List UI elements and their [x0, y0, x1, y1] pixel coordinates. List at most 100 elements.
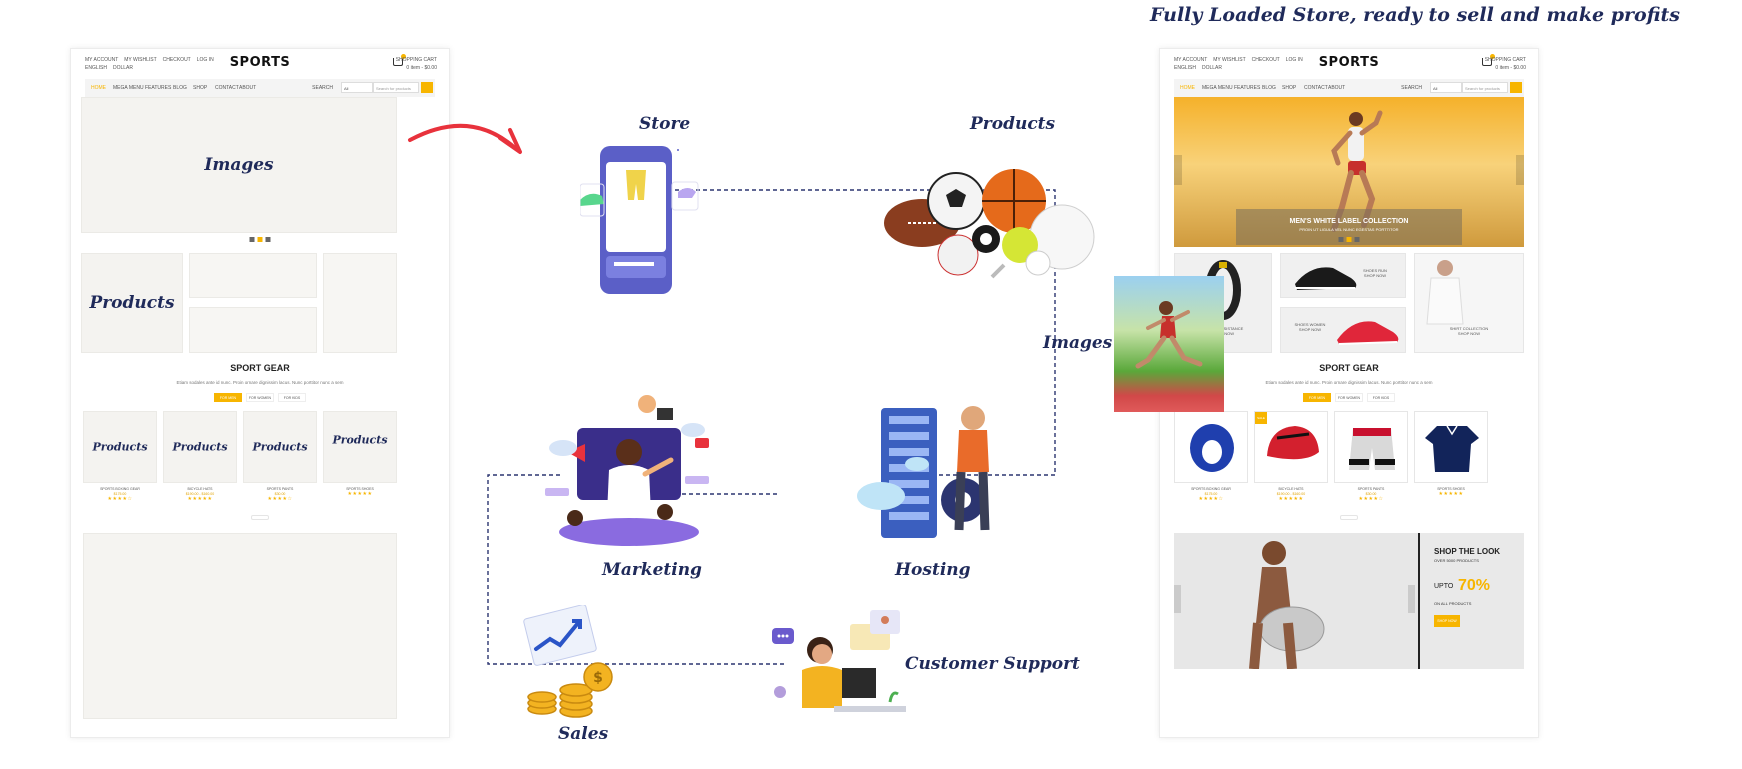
label-store: Store	[639, 114, 691, 134]
currency-select[interactable]: DOLLAR	[112, 65, 133, 71]
shop-the-look-banner[interactable]: SHOP THE LOOK OVER 5000 PRODUCTS UPTO 70…	[1174, 533, 1524, 669]
wishlist-link[interactable]: MY WISHLIST	[124, 57, 157, 63]
product-card-sports-pants[interactable]	[1334, 411, 1408, 483]
red-arrowhead	[498, 128, 522, 154]
load-more-indicator[interactable]	[251, 515, 269, 520]
site-logo[interactable]: SPORTS	[229, 55, 291, 70]
red-shoe-photo	[1337, 321, 1399, 345]
topbar: MY ACCOUNT MY WISHLIST CHECKOUT LOG IN ENGL…	[71, 49, 449, 81]
nav-features[interactable]: FEATURES	[145, 85, 172, 91]
tab-for-women[interactable]: FOR WOMEN	[1335, 393, 1363, 402]
checkout-link[interactable]: CHECKOUT	[1251, 57, 1280, 63]
product-placeholder[interactable]: Products	[83, 411, 157, 483]
product-card-bicycle-hat[interactable]: SALE	[1254, 411, 1328, 483]
search-input[interactable]: Search for products	[1462, 82, 1508, 93]
nav-shop[interactable]: SHOP	[193, 85, 208, 91]
label-products: Products	[970, 114, 1056, 134]
nav-blog[interactable]: BLOG	[1262, 85, 1276, 91]
my-account-link[interactable]: MY ACCOUNT	[1174, 57, 1208, 63]
product-caption: SPORTS SHOES★★★★★	[346, 487, 374, 497]
hero-placeholder: Images	[81, 97, 397, 233]
sales-coins-illustration: $	[523, 605, 613, 718]
promo-placeholder-large: Products	[81, 253, 183, 353]
language-select[interactable]: ENGLISH	[1174, 65, 1196, 71]
cart-label: SHOPPING CART	[395, 57, 437, 63]
polo-shirt-image	[1425, 425, 1479, 472]
main-nav: HOME MEGA MENU FEATURES BLOG SHOP CONTAC…	[85, 79, 435, 97]
product-card-boxing-gear[interactable]	[1174, 411, 1248, 483]
nav-mega-menu[interactable]: MEGA MENU	[1202, 85, 1233, 91]
checkout-link[interactable]: CHECKOUT	[162, 57, 191, 63]
language-select[interactable]: ENGLISH	[85, 65, 107, 71]
look-next-arrow[interactable]	[1408, 585, 1415, 613]
product-caption: SPORTS BOXING GEAR$175.00★★★★☆	[100, 487, 140, 502]
nav-shop[interactable]: SHOP	[1282, 85, 1297, 91]
hero-slider[interactable]: MEN'S WHITE LABEL COLLECTION PROIN UT LI…	[1174, 97, 1524, 247]
store-to-products-line	[668, 189, 1056, 476]
search-input[interactable]: Search for products	[373, 82, 419, 93]
product-caption: BICYCLE HATS$190.00 - $160.00★★★★★	[185, 487, 215, 502]
cart-value: 0 item - $0.00	[406, 65, 437, 71]
marketing-illustration	[545, 395, 709, 546]
tab-for-men[interactable]: FOR MEN	[214, 393, 242, 402]
topbar: MY ACCOUNT MY WISHLIST CHECKOUT LOG IN ENGL…	[1160, 49, 1538, 81]
cart-icon[interactable]	[393, 58, 403, 66]
load-more-indicator[interactable]	[1340, 515, 1358, 520]
marketing-loop-line	[487, 474, 785, 665]
hero-prev-arrow[interactable]	[1174, 155, 1182, 185]
product-caption: BICYCLE HATS$190.00 - $160.00★★★★★	[1276, 487, 1306, 502]
sale-badge: SALE	[1255, 412, 1267, 424]
nav-blog[interactable]: BLOG	[173, 85, 187, 91]
look-upto: UPTO	[1434, 583, 1454, 590]
sports-balls-illustration	[884, 169, 1095, 279]
tab-for-men[interactable]: FOR MEN	[1303, 393, 1331, 402]
nav-features[interactable]: FEATURES	[1234, 85, 1261, 91]
search-label: SEARCH	[1401, 85, 1422, 91]
nav-about[interactable]: ABOUT	[1328, 85, 1346, 91]
tab-for-women[interactable]: FOR WOMEN	[246, 393, 274, 402]
wishlist-link[interactable]: MY WISHLIST	[1213, 57, 1246, 63]
label-hosting: Hosting	[895, 560, 971, 580]
tab-for-kids[interactable]: FOR KIDS	[1367, 393, 1395, 402]
nav-contact[interactable]: CONTACT	[215, 85, 239, 91]
currency-select[interactable]: DOLLAR	[1201, 65, 1222, 71]
login-link[interactable]: LOG IN	[196, 57, 214, 63]
slider-dots[interactable]	[1338, 237, 1360, 242]
nav-mega-menu[interactable]: MEGA MENU	[113, 85, 144, 91]
login-link[interactable]: LOG IN	[1285, 57, 1303, 63]
search-category-select[interactable]: All	[341, 82, 373, 93]
search-label: SEARCH	[312, 85, 333, 91]
nav-home[interactable]: HOME	[91, 85, 106, 91]
gender-tabs: FOR MEN FOR WOMEN FOR KIDS	[1303, 393, 1395, 402]
product-placeholder[interactable]: Products	[243, 411, 317, 483]
my-account-link[interactable]: MY ACCOUNT	[85, 57, 119, 63]
nav-contact[interactable]: CONTACT	[1304, 85, 1328, 91]
nav-home[interactable]: HOME	[1180, 85, 1195, 91]
promo-placeholder-right	[323, 253, 397, 353]
hero-next-arrow[interactable]	[1516, 155, 1524, 185]
section-subtitle: Etiam sodales ante id nunc. Proin ornare…	[1265, 380, 1433, 385]
label-marketing: Marketing	[602, 560, 702, 580]
cart-icon[interactable]	[1482, 58, 1492, 66]
tab-for-kids[interactable]: FOR KIDS	[278, 393, 306, 402]
bike-helmet-image	[1267, 426, 1319, 460]
nav-about[interactable]: ABOUT	[239, 85, 257, 91]
search-button[interactable]	[421, 82, 433, 93]
svg-text:$: $	[593, 670, 603, 686]
look-prev-arrow[interactable]	[1174, 585, 1181, 613]
gender-tabs: FOR MEN FOR WOMEN FOR KIDS	[214, 393, 306, 402]
slider-dots[interactable]	[249, 237, 271, 242]
product-placeholder[interactable]: Products	[323, 411, 397, 483]
look-shop-button[interactable]: SHOP NOW	[1434, 615, 1460, 627]
site-logo[interactable]: SPORTS	[1318, 55, 1380, 70]
search-button[interactable]	[1510, 82, 1522, 93]
product-card-sports-shoes[interactable]	[1414, 411, 1488, 483]
search-category-select[interactable]: All	[1430, 82, 1462, 93]
section-subtitle: Etiam sodales ante id nunc. Proin ornare…	[176, 380, 344, 385]
product-placeholder[interactable]: Products	[163, 411, 237, 483]
runner-figure-icon	[1135, 301, 1203, 369]
